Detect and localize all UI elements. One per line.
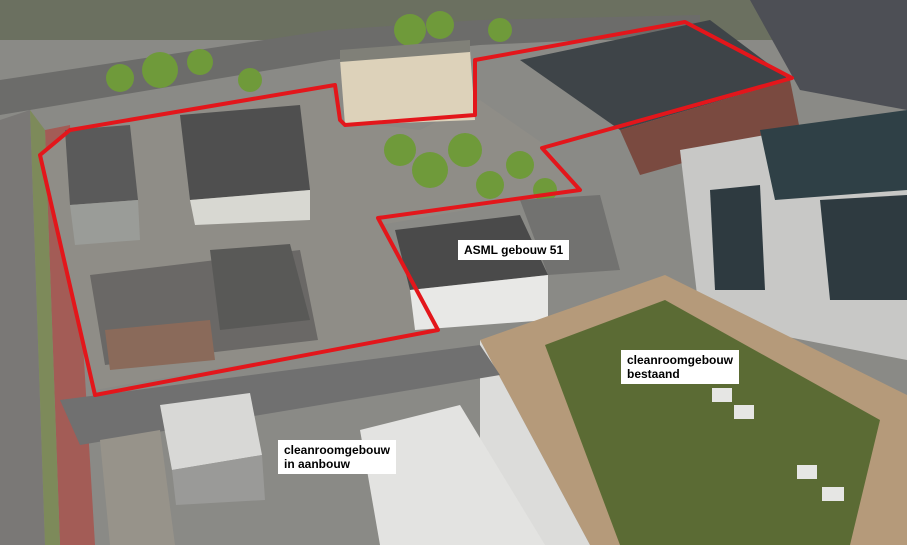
- label-cleanroom-existing-line1: cleanroomgebouw: [627, 353, 734, 367]
- label-cleanroom-construction-line2: in aanbouw: [284, 457, 350, 471]
- label-asml-building-text: ASML gebouw 51: [464, 243, 564, 257]
- center-building: [180, 105, 310, 200]
- label-cleanroom-construction: cleanroomgebouw in aanbouw: [278, 440, 397, 474]
- grass-strip: [30, 110, 60, 545]
- trees: [106, 11, 557, 202]
- office-building: [340, 50, 475, 125]
- site-boundary: [38, 20, 794, 397]
- industrial-building-top-right: [520, 20, 790, 130]
- label-cleanroom-existing: cleanroomgebouw bestaand: [621, 350, 740, 384]
- label-cleanroom-construction-line1: cleanroomgebouw: [284, 443, 391, 457]
- rooftop-units: [712, 388, 844, 501]
- label-asml-building: ASML gebouw 51: [458, 240, 570, 260]
- main-road: [0, 15, 700, 115]
- portable-building: [160, 393, 262, 470]
- cleanroom-construction: [360, 405, 545, 545]
- label-cleanroom-existing-line2: bestaand: [627, 367, 680, 381]
- left-building: [65, 125, 138, 205]
